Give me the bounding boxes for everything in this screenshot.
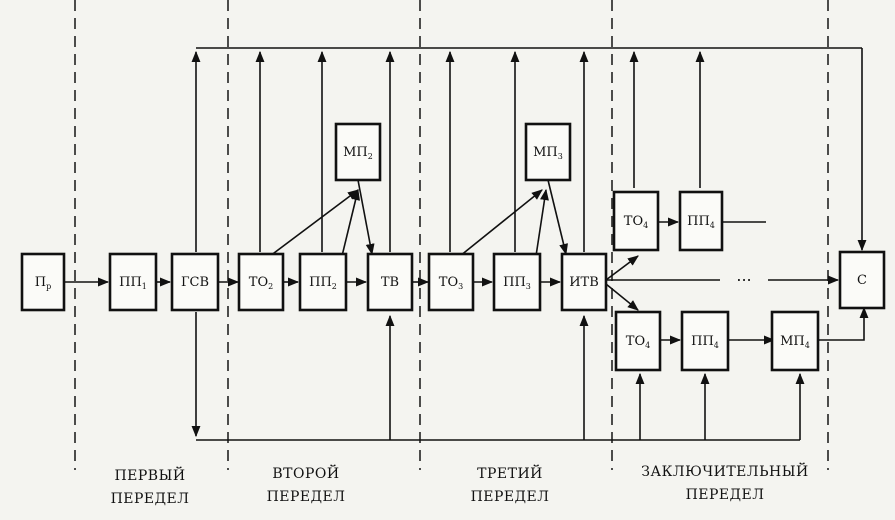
block-to4a: ТО4 — [612, 190, 660, 252]
block-to4b-box — [614, 310, 662, 372]
block-pp1-box — [108, 252, 158, 312]
block-to3: ТО3 — [427, 252, 475, 312]
block-to2-label: ТО2 — [249, 275, 273, 291]
link-to3-mp3 — [459, 189, 543, 257]
link-to2-mp2 — [269, 189, 359, 257]
buses — [196, 47, 862, 441]
block-to4b: ТО4 — [614, 310, 662, 372]
link-mp2-tv — [357, 179, 375, 256]
block-pp1-label: ПП1 — [119, 275, 147, 291]
block-pp4a: ПП4 — [678, 190, 724, 252]
block-to3-label: ТО3 — [439, 275, 463, 291]
itv-branches — [605, 255, 639, 311]
block-pp4b: ПП4 — [680, 310, 730, 372]
block-pp2-box — [298, 252, 348, 312]
block-to2-box — [237, 252, 285, 312]
main-flow — [63, 217, 869, 345]
block-tv-label: ТВ — [381, 275, 399, 290]
section-third-line1: ТРЕТИЙ — [477, 463, 543, 482]
section-first-line1: ПЕРВЫЙ — [114, 465, 185, 484]
top-bus-links — [191, 48, 867, 252]
section-final-line2: ПЕРЕДЕЛ — [686, 487, 765, 503]
block-pp4a-box — [678, 190, 724, 252]
section-final-line1: ЗАКЛЮЧИТЕЛЬНЫЙ — [641, 461, 808, 480]
block-to4b-label: ТО4 — [626, 334, 650, 350]
block-pp4a-label: ПП4 — [687, 214, 715, 230]
block-mp4-label: МП4 — [780, 334, 810, 350]
link-pp2-mp2 — [341, 188, 360, 257]
block-c-box — [838, 250, 886, 310]
block-to4a-label: ТО4 — [624, 214, 648, 230]
section-first-line2: ПЕРЕДЕЛ — [111, 491, 190, 507]
block-mp2: МП2 — [334, 122, 382, 182]
block-mp3-label: МП3 — [533, 145, 563, 161]
ellipsis-label: ··· — [736, 271, 751, 290]
block-pp1: ПП1 — [108, 252, 158, 312]
block-c-label: С — [857, 273, 867, 288]
block-mp4-box — [770, 310, 820, 372]
block-gsv: ГСВ — [170, 252, 220, 312]
block-mp2-label: МП2 — [343, 145, 373, 161]
block-mp3: МП3 — [524, 122, 572, 182]
block-to2: ТО2 — [237, 252, 285, 312]
block-gsv-box — [170, 252, 220, 312]
block-itv: ИТВ — [560, 252, 608, 312]
bottom-bus-links — [191, 312, 805, 440]
block-pp4b-box — [680, 310, 730, 372]
section-second-line2: ПЕРЕДЕЛ — [267, 489, 346, 505]
block-to4a-box — [612, 190, 660, 252]
section-labels: ПЕРВЫЙ ПЕРЕДЕЛ ВТОРОЙ ПЕРЕДЕЛ ТРЕТИЙ ПЕР… — [111, 461, 809, 507]
section-second-line1: ВТОРОЙ — [272, 463, 339, 482]
block-c: С — [838, 250, 886, 310]
block-gsv-label: ГСВ — [181, 275, 209, 290]
block-pp2: ПП2 — [298, 252, 348, 312]
block-pp3: ПП3 — [492, 252, 542, 312]
link-pp3-mp3 — [535, 188, 549, 257]
flow-mp4-c — [818, 306, 869, 341]
section-third-line2: ПЕРЕДЕЛ — [471, 489, 550, 505]
block-mp2-box — [334, 122, 382, 182]
block-pp2-label: ПП2 — [309, 275, 337, 291]
block-itv-box — [560, 252, 608, 312]
block-pp4b-label: ПП4 — [691, 334, 719, 350]
mp-links — [269, 179, 568, 257]
block-pr-box — [20, 252, 66, 312]
block-mp3-box — [524, 122, 572, 182]
branch-itv-to4b — [605, 283, 639, 311]
branch-itv-to4a — [605, 255, 639, 281]
link-mp3-itv — [547, 179, 568, 256]
block-pr: Пр — [20, 252, 66, 312]
block-itv-label: ИТВ — [569, 275, 599, 290]
block-tv: ТВ — [366, 252, 414, 312]
block-pp3-box — [492, 252, 542, 312]
block-pr-label: Пр — [35, 275, 51, 291]
block-mp4: МП4 — [770, 310, 820, 372]
block-tv-box — [366, 252, 414, 312]
block-pp3-label: ПП3 — [503, 275, 531, 291]
block-to3-box — [427, 252, 475, 312]
section-dividers — [74, 0, 829, 470]
